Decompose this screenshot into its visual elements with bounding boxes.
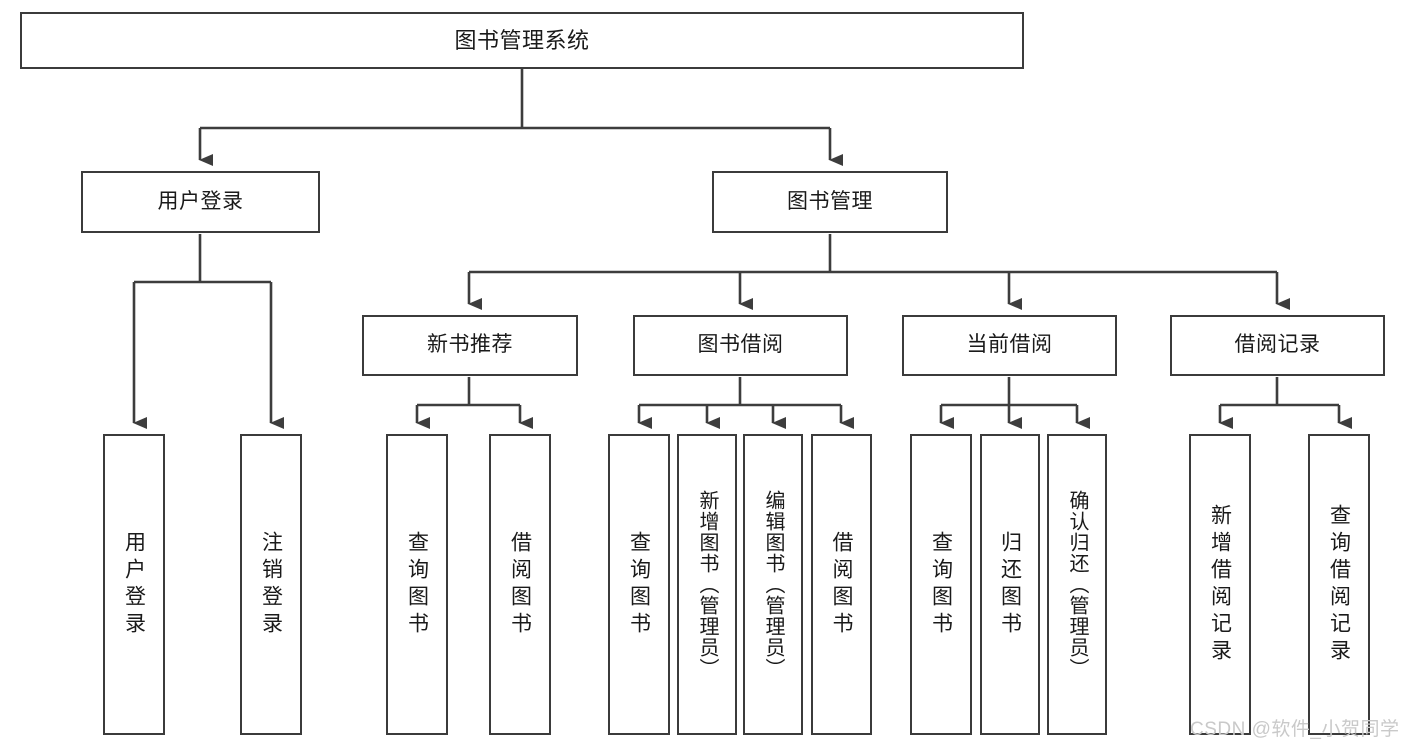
leaf-user-login-signin[interactable]: 用户登录 — [103, 434, 165, 735]
leaf-records-add-label: 新增借阅记录 — [1208, 503, 1232, 666]
leaf-borrow-edit-book-label: 编辑图书（管理员） — [762, 490, 784, 679]
leaf-records-query-label: 查询借阅记录 — [1327, 503, 1351, 666]
node-current-borrow[interactable]: 当前借阅 — [902, 315, 1117, 376]
leaf-new-books-query[interactable]: 查询图书 — [386, 434, 448, 735]
node-book-borrow-label: 图书借阅 — [697, 333, 784, 357]
leaf-current-return-label: 归还图书 — [998, 530, 1022, 639]
leaf-user-login-signin-label: 用户登录 — [122, 530, 146, 639]
leaf-current-query[interactable]: 查询图书 — [910, 434, 972, 735]
leaf-borrow-borrow-book-label: 借阅图书 — [830, 530, 853, 639]
node-book-management-label: 图书管理 — [787, 189, 873, 213]
leaf-user-login-signout[interactable]: 注销登录 — [240, 434, 302, 735]
leaf-borrow-query-label: 查询图书 — [627, 530, 651, 639]
node-root[interactable]: 图书管理系统 — [20, 12, 1024, 69]
leaf-current-confirm-return-label: 确认归还（管理员） — [1066, 490, 1088, 679]
leaf-new-books-borrow-label: 借阅图书 — [508, 530, 532, 639]
leaf-new-books-query-label: 查询图书 — [405, 530, 429, 639]
leaf-borrow-borrow-book[interactable]: 借阅图书 — [811, 434, 872, 735]
node-new-books[interactable]: 新书推荐 — [362, 315, 578, 376]
node-new-books-label: 新书推荐 — [427, 333, 513, 357]
node-book-management[interactable]: 图书管理 — [712, 171, 948, 233]
node-current-borrow-label: 当前借阅 — [966, 333, 1053, 357]
node-borrow-records-label: 借阅记录 — [1234, 333, 1321, 357]
leaf-current-query-label: 查询图书 — [929, 530, 953, 639]
csdn-watermark: CSDN @软件_小贺同学 — [1190, 719, 1400, 740]
node-user-login-label: 用户登录 — [157, 189, 244, 213]
leaf-borrow-add-book-label: 新增图书（管理员） — [696, 490, 718, 679]
leaf-current-return[interactable]: 归还图书 — [980, 434, 1040, 735]
leaf-records-query[interactable]: 查询借阅记录 — [1308, 434, 1370, 735]
leaf-user-login-signout-label: 注销登录 — [259, 530, 283, 639]
leaf-new-books-borrow[interactable]: 借阅图书 — [489, 434, 551, 735]
node-book-borrow[interactable]: 图书借阅 — [633, 315, 848, 376]
node-root-label: 图书管理系统 — [454, 27, 590, 53]
node-user-login[interactable]: 用户登录 — [81, 171, 320, 233]
leaf-borrow-query[interactable]: 查询图书 — [608, 434, 670, 735]
leaf-current-confirm-return[interactable]: 确认归还（管理员） — [1047, 434, 1107, 735]
node-borrow-records[interactable]: 借阅记录 — [1170, 315, 1385, 376]
leaf-records-add[interactable]: 新增借阅记录 — [1189, 434, 1251, 735]
leaf-borrow-edit-book[interactable]: 编辑图书（管理员） — [743, 434, 803, 735]
leaf-borrow-add-book[interactable]: 新增图书（管理员） — [677, 434, 737, 735]
